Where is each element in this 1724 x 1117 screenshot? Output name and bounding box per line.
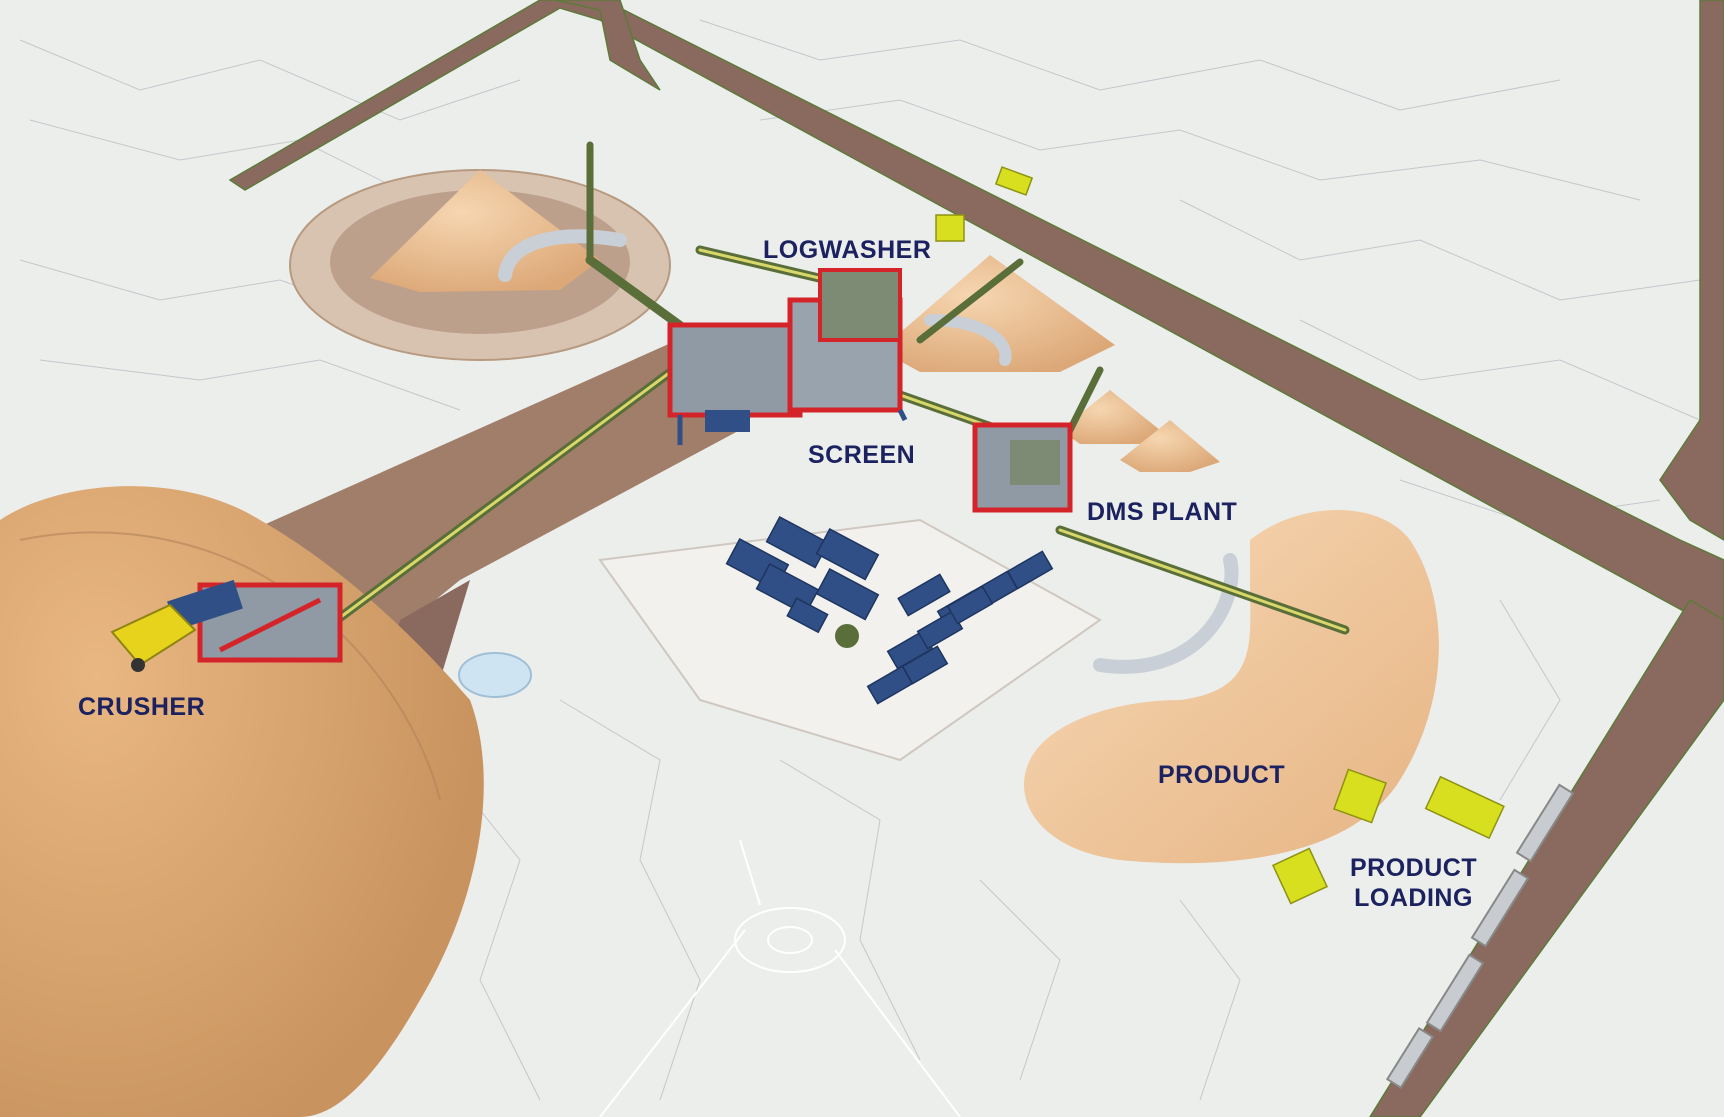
contour-lines (19, 19, 1701, 1101)
dms-module (1010, 440, 1060, 485)
product-stockpile (1024, 510, 1439, 864)
haul-truck-wheel (131, 658, 145, 672)
screen-stockpile-3 (1120, 420, 1220, 472)
water-pond (458, 652, 532, 698)
loader-product-2 (1272, 847, 1328, 905)
haul-road-east (1659, 0, 1724, 541)
label-product: PRODUCT (1158, 761, 1286, 789)
screen-stockpile-1 (880, 255, 1115, 372)
label-product-loading-line2: LOADING (1354, 884, 1473, 912)
label-crusher: CRUSHER (78, 693, 206, 721)
label-product-loading-line1: PRODUCT (1350, 854, 1478, 882)
dms-plant-structure (972, 422, 1073, 513)
stacker-wall-rom (498, 229, 627, 282)
conveyor-product-hi (1058, 528, 1347, 632)
haul-road-upper-left (554, 0, 661, 91)
logwasher-frame (818, 268, 902, 342)
crusher-structure (167, 579, 343, 663)
rom-stockpile-cone (370, 170, 600, 292)
loader-product-3 (1424, 775, 1505, 840)
loader-product-1 (1333, 768, 1387, 824)
road-train (1385, 783, 1575, 1090)
screen-container (705, 410, 750, 432)
thickener-tank (835, 624, 859, 648)
stacker-wall-product (1093, 553, 1239, 674)
haul-road-north (228, 0, 1724, 652)
conveyor-crusher-to-screen-hi (328, 348, 702, 627)
crusher-beam (218, 597, 322, 653)
label-screen: SCREEN (808, 441, 916, 469)
truck-north (994, 166, 1034, 196)
screen-frame-1 (667, 322, 803, 418)
crusher-hopper (167, 579, 243, 631)
label-dms-plant: DMS PLANT (1087, 498, 1238, 526)
logwasher-structure (818, 268, 902, 342)
container-modules (725, 515, 1054, 705)
screen-stockpile-2 (1060, 390, 1160, 444)
label-logwasher: LOGWASHER (763, 236, 932, 264)
haul-truck (110, 603, 197, 672)
conveyor-screen-stacker-1 (916, 258, 1024, 344)
vehicles (935, 166, 1505, 905)
loader-logwasher (935, 214, 965, 242)
haul-truck-body (110, 603, 197, 667)
screen-leg-2 (897, 408, 908, 422)
roundabout (599, 839, 961, 1117)
label-product-loading: PRODUCT LOADING (1350, 853, 1477, 913)
